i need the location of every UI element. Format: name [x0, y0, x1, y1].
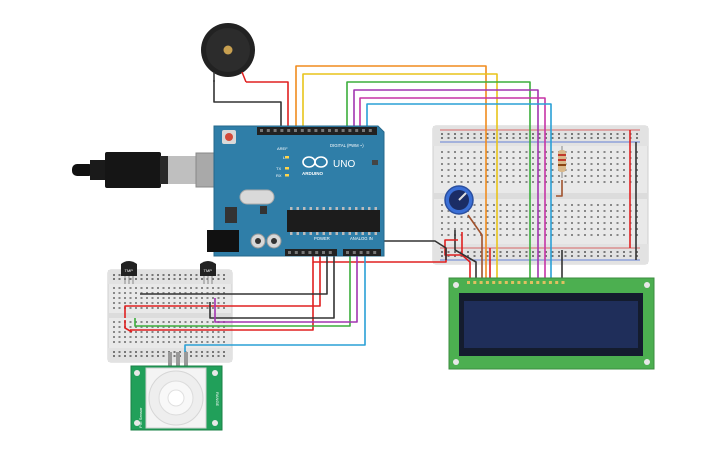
crystal-oscillator: [239, 189, 275, 205]
wire-arduino-gnd: [380, 240, 447, 260]
lcd-16x2[interactable]: [448, 277, 655, 370]
wire-small-red-2: [130, 262, 314, 331]
label-model: UNO: [333, 159, 355, 170]
digital-header[interactable]: [260, 129, 372, 132]
wire-green-top: [346, 81, 531, 280]
label-digital: DIGITAL (PWM ~): [330, 143, 364, 148]
wire-small-green: [134, 254, 351, 327]
piezo-buzzer[interactable]: [201, 23, 255, 83]
wire-small-red-3: [124, 320, 133, 333]
wire-small-purple: [214, 254, 358, 323]
lcd-screen: [464, 301, 638, 348]
power-analog-header[interactable]: [288, 251, 377, 254]
label-tx: TX: [276, 166, 281, 171]
label-pir-left: PIR Sensor: [138, 407, 143, 428]
label-analog: ANALOG IN: [350, 236, 373, 241]
reset-button[interactable]: [225, 133, 233, 141]
label-power: POWER: [314, 236, 330, 241]
wire-buzzer-black: [213, 80, 282, 128]
lcd-pin-header: [467, 281, 565, 284]
wire-small-black-2: [209, 254, 335, 319]
breadboard-small[interactable]: [107, 269, 233, 363]
tmp-sensor-right[interactable]: TMP: [200, 261, 216, 284]
label-tmp-right: TMP: [204, 268, 213, 273]
wire-magenta-top: [359, 97, 546, 280]
label-aref: AREF: [277, 146, 288, 151]
label-rx: RX: [276, 173, 282, 178]
label-pir-right: RANGE: [215, 392, 220, 407]
atmega-chip: [287, 210, 380, 232]
dc-power-jack[interactable]: [207, 230, 239, 252]
wire-purple-top: [353, 89, 539, 280]
wire-blue-top: [366, 103, 552, 280]
usb-cable[interactable]: [72, 152, 223, 188]
wire-orange: [295, 65, 487, 160]
arduino-logo-icon: [302, 156, 328, 168]
pir-sensor[interactable]: PIR Sensor RANGE: [130, 352, 223, 431]
breadboard-main-holes: [441, 133, 638, 257]
arduino-uno[interactable]: AREF DIGITAL (PWM ~) L TX RX UNO ARDUINO…: [207, 125, 385, 257]
label-l: L: [283, 155, 286, 160]
wire-buzzer-red: [246, 81, 289, 128]
chip-pins: [290, 207, 377, 235]
wire-small-black-1: [140, 254, 328, 295]
resistor[interactable]: [558, 146, 566, 178]
label-tmp-left: TMP: [125, 268, 134, 273]
tmp-sensor-left[interactable]: TMP: [121, 261, 137, 284]
wire-lcd-brown: [467, 214, 483, 280]
wire-resistor-brown: [556, 180, 563, 197]
potentiometer[interactable]: [444, 185, 474, 215]
wire-yellow: [302, 73, 498, 280]
wire-lcd-red-1: [461, 232, 471, 280]
label-brand: ARDUINO: [302, 171, 323, 176]
breadboard-small-holes: [113, 274, 225, 357]
wire-small-red-1: [124, 254, 321, 318]
